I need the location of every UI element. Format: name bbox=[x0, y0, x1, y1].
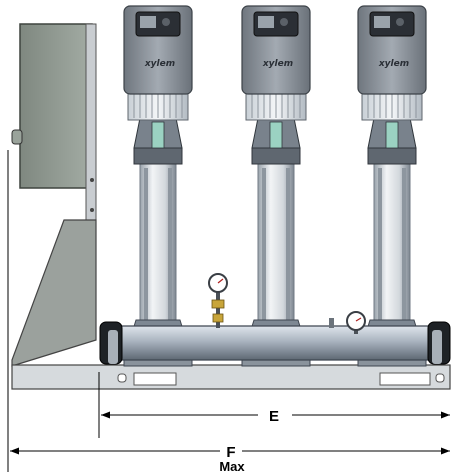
coupling-guard bbox=[269, 121, 283, 149]
pump-1: xylem bbox=[123, 5, 193, 367]
pressure-gauge-left bbox=[208, 273, 228, 328]
tie-rod bbox=[144, 168, 148, 324]
brand-label: xylem bbox=[144, 59, 175, 69]
pump-3: xylem bbox=[357, 5, 427, 367]
base-frame bbox=[11, 364, 451, 390]
tie-rod bbox=[378, 168, 382, 324]
tie-rod bbox=[262, 168, 266, 324]
control-cabinet bbox=[11, 23, 97, 221]
dimension-f-sublabel: Max bbox=[219, 459, 245, 474]
pump-2: xylem bbox=[241, 5, 311, 367]
drive-screen bbox=[140, 16, 156, 28]
pump-group: xylem xylem xylem bbox=[123, 5, 427, 367]
coupling-guard bbox=[385, 121, 399, 149]
drive-keypad bbox=[162, 18, 170, 26]
dimension-e-label: E bbox=[269, 408, 279, 425]
pump-flange bbox=[251, 147, 301, 165]
drive-screen bbox=[374, 16, 390, 28]
drive-keypad bbox=[280, 18, 288, 26]
coupling-guard bbox=[151, 121, 165, 149]
brand-label: xylem bbox=[262, 59, 293, 69]
manifold-pipe bbox=[99, 321, 451, 365]
dimension-e: E bbox=[98, 372, 450, 438]
tie-rod bbox=[286, 168, 290, 324]
brand-label: xylem bbox=[378, 59, 409, 69]
tie-rod bbox=[402, 168, 406, 324]
pump-flange bbox=[133, 147, 183, 165]
pump-flange bbox=[367, 147, 417, 165]
tie-rod bbox=[168, 168, 172, 324]
drive-keypad bbox=[396, 18, 404, 26]
pressure-gauge-right bbox=[329, 311, 366, 334]
support-bracket bbox=[11, 219, 97, 367]
drive-screen bbox=[258, 16, 274, 28]
dimension-f: F Max bbox=[7, 150, 450, 474]
dimension-f-label: F bbox=[226, 444, 235, 461]
